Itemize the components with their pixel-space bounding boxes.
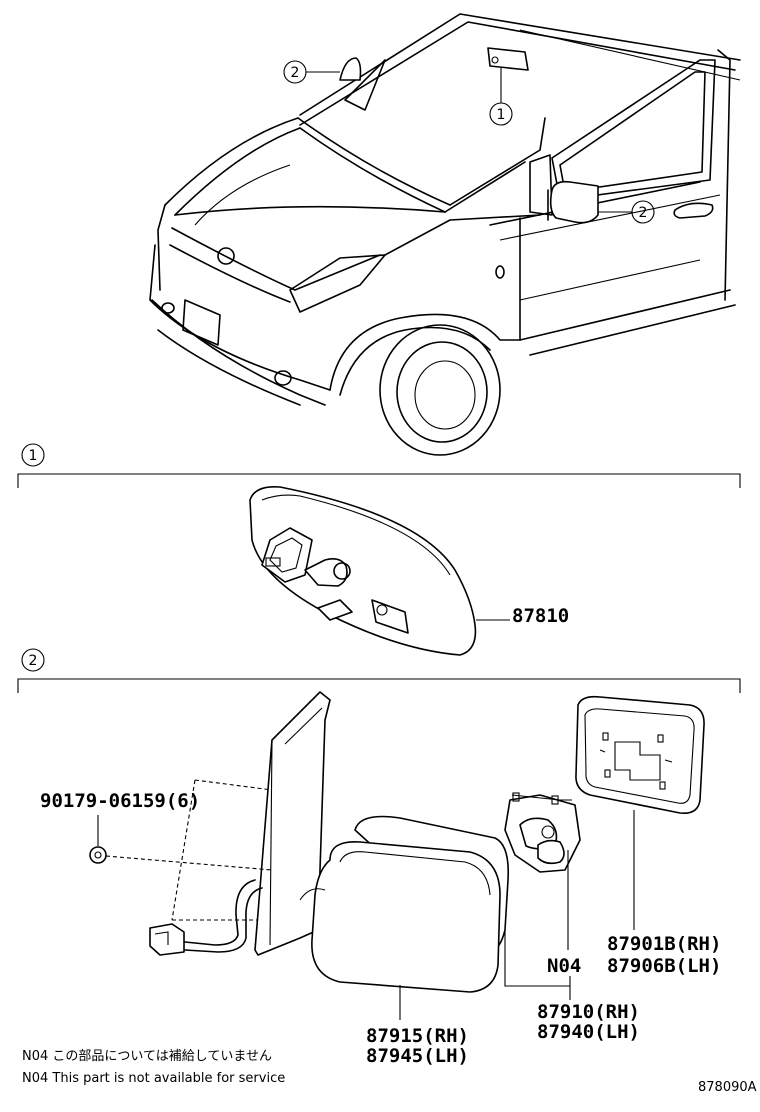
part-87810: 87810 <box>512 605 569 627</box>
section-1-marker: 1 <box>29 448 38 464</box>
leader-87910-left <box>504 930 570 987</box>
section-1-header: 1 <box>17 443 741 488</box>
note-jp: N04 この部品については補給していません <box>22 1049 272 1064</box>
part-87940: 87940(LH) <box>537 1021 640 1043</box>
part-87906B: 87906B(LH) <box>607 955 721 977</box>
inner-mirror-87810 <box>249 485 477 656</box>
part-87901B: 87901B(RH) <box>607 933 721 955</box>
screw-leaders <box>105 779 273 921</box>
car-illustration <box>149 13 741 456</box>
part-87945: 87945(LH) <box>366 1045 469 1067</box>
part-N04: N04 <box>547 955 581 977</box>
section-2-header: 2 <box>17 648 741 693</box>
part-87910: 87910(RH) <box>537 1001 640 1023</box>
mirror-housing <box>299 815 510 993</box>
callout-1-top-label: 1 <box>497 107 506 123</box>
callout-2-top-label: 2 <box>291 65 300 81</box>
part-90179: 90179-06159(6) <box>40 790 200 812</box>
callout-2-top: 2 <box>283 60 340 84</box>
section-2-marker: 2 <box>29 653 38 669</box>
screw-90179 <box>89 815 107 864</box>
outer-mirror-base <box>149 691 331 956</box>
callout-2-side: 2 <box>598 200 655 224</box>
callout-2-side-label: 2 <box>639 205 648 221</box>
mirror-actuator <box>504 792 581 873</box>
callout-1-top: 1 <box>489 68 513 126</box>
note-en: N04 This part is not available for servi… <box>22 1071 285 1086</box>
figure-code: 878090A <box>698 1080 757 1095</box>
mirror-glass <box>575 695 705 815</box>
part-87915: 87915(RH) <box>366 1025 469 1047</box>
